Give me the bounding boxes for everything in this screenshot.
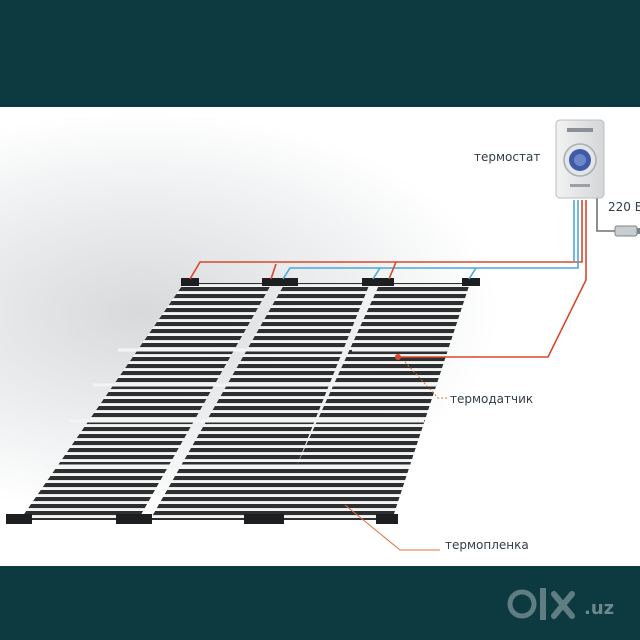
bottom-band (0, 566, 640, 640)
olx-watermark: .uz (507, 588, 614, 620)
voltage-label: 220 В (608, 200, 640, 214)
film-label: термопленка (445, 538, 529, 552)
callout-lines-film (344, 504, 440, 551)
wiring (189, 198, 615, 358)
diagram-scene: термостат 220 В термодатчик термопленка (0, 107, 640, 566)
film-connectors (6, 278, 480, 524)
callout-lines (404, 361, 448, 399)
thermostat-label: термостат (474, 150, 540, 164)
sensor-label: термодатчик (450, 392, 533, 406)
film-strip-right (272, 283, 470, 520)
sensor-point (395, 354, 401, 360)
plug-icon (614, 225, 640, 237)
thermostat-icon (555, 119, 605, 199)
top-band (0, 0, 640, 107)
diagram-svg: термостат 220 В термодатчик термопленка (6, 119, 640, 552)
olx-logo-o (507, 589, 537, 619)
film-strip-middle (150, 283, 370, 520)
olx-domain: .uz (584, 598, 614, 619)
olx-logo-x (551, 591, 575, 619)
film-strip-left (20, 283, 272, 520)
olx-logo-l (540, 588, 546, 620)
